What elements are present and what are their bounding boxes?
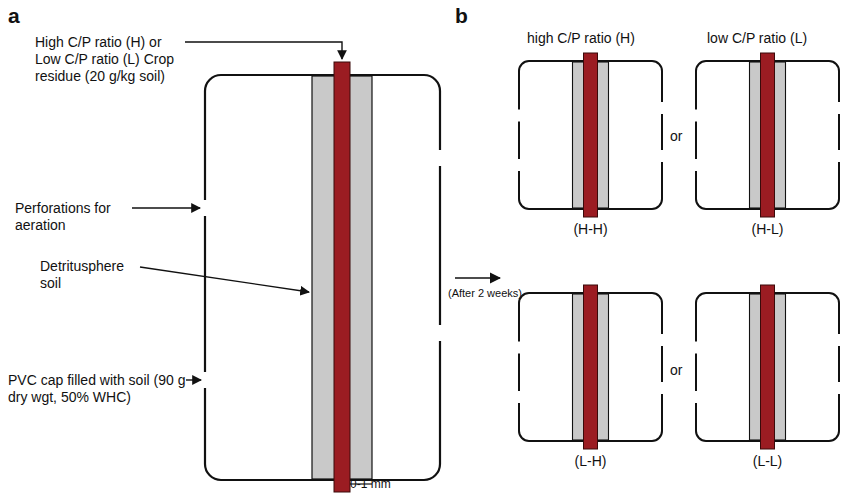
treatment-label: (H-H) — [518, 221, 663, 238]
leader-line — [132, 207, 200, 208]
perforation — [834, 150, 844, 162]
perforation — [834, 334, 844, 346]
or-text: or — [670, 128, 682, 145]
incubation-cap: (H-H) — [518, 60, 663, 210]
crop-residue-rod — [584, 53, 598, 217]
perforation — [691, 391, 701, 403]
perforation — [834, 382, 844, 394]
perforation — [435, 325, 445, 341]
cap-drawing — [695, 292, 840, 442]
perforation — [657, 102, 667, 114]
treatment-label: (H-L) — [695, 221, 840, 238]
crop-residue-rod — [761, 53, 775, 217]
cap-drawing — [518, 60, 663, 210]
treatment-label: (L-H) — [518, 453, 663, 470]
perforation — [514, 159, 524, 171]
perforation — [200, 200, 210, 216]
perforation — [691, 110, 701, 122]
perforation — [834, 102, 844, 114]
crop-residue-rod — [334, 62, 350, 492]
leader-line — [185, 42, 342, 59]
transition-arrow — [455, 277, 500, 279]
incubation-cap: (L-L) — [695, 292, 840, 442]
incubation-cap: (H-L) — [695, 60, 840, 210]
perforation — [691, 159, 701, 171]
column-heading: low C/P ratio (L) — [707, 30, 807, 47]
time-label: (After 2 weeks) — [448, 286, 522, 300]
perforation — [435, 150, 445, 166]
panel-letter: a — [8, 4, 20, 28]
perforation — [657, 334, 667, 346]
cap-drawing — [695, 60, 840, 210]
leader-line — [186, 379, 201, 380]
detritusphere-label: Detritusphere soil — [40, 258, 140, 292]
dimension-label: 0-1 mm — [350, 477, 391, 492]
crop-residue-rod — [584, 285, 598, 449]
incubation-cap: (L-H) — [518, 292, 663, 442]
perforation — [691, 342, 701, 354]
or-text: or — [670, 362, 682, 379]
crop-residue-rod — [761, 285, 775, 449]
perforation — [514, 342, 524, 354]
perforation — [200, 372, 210, 388]
perforation — [657, 150, 667, 162]
cap-drawing — [518, 292, 663, 442]
column-heading: high C/P ratio (H) — [527, 30, 635, 47]
perforation — [514, 391, 524, 403]
perforation — [657, 382, 667, 394]
treatment-label: (L-L) — [695, 453, 840, 470]
panel-letter: b — [455, 4, 468, 28]
perforation — [514, 110, 524, 122]
pvc-cap — [205, 75, 440, 480]
residue-label: High C/P ratio (H) or Low C/P ratio (L) … — [35, 34, 183, 85]
perforation-label: Perforations for aeration — [15, 200, 133, 234]
leader-line — [140, 267, 309, 292]
pvc-cap-label: PVC cap filled with soil (90 g dry wgt, … — [8, 372, 186, 406]
